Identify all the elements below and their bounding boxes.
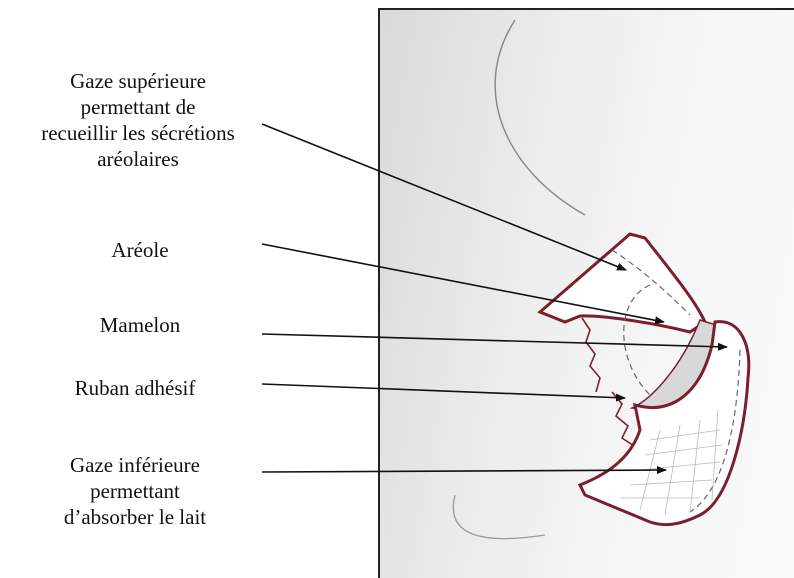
label-gaze-inferieure-line-1: Gaze inférieure [30, 452, 240, 478]
label-mamelon: Mamelon [70, 312, 210, 338]
arrow-ruban-adhesif [262, 384, 625, 398]
tape-zigzag-upper [582, 318, 600, 392]
label-gaze-superieure-line-3: recueillir les sécrétions [12, 120, 264, 146]
breast-contour-upper [495, 20, 585, 215]
label-ruban-adhesif: Ruban adhésif [40, 375, 230, 401]
breast-contour-lower [453, 495, 545, 539]
upper-gauze [540, 234, 705, 332]
label-gaze-superieure-line-2: permettant de [12, 94, 264, 120]
label-gaze-inferieure: Gaze inférieure permettant d’absorber le… [30, 452, 240, 530]
tape-zigzag-lower [612, 392, 634, 446]
label-gaze-superieure-line-4: aréolaires [12, 146, 264, 172]
label-gaze-inferieure-line-3: d’absorber le lait [30, 504, 240, 530]
arrow-mamelon [262, 334, 727, 347]
label-areole: Aréole [70, 237, 210, 263]
label-gaze-inferieure-line-2: permettant [30, 478, 240, 504]
lower-gauze [580, 322, 749, 525]
label-gaze-superieure-line-1: Gaze supérieure [12, 68, 264, 94]
label-gaze-superieure: Gaze supérieure permettant de recueillir… [12, 68, 264, 172]
arrow-gaze-superieure [262, 124, 626, 270]
